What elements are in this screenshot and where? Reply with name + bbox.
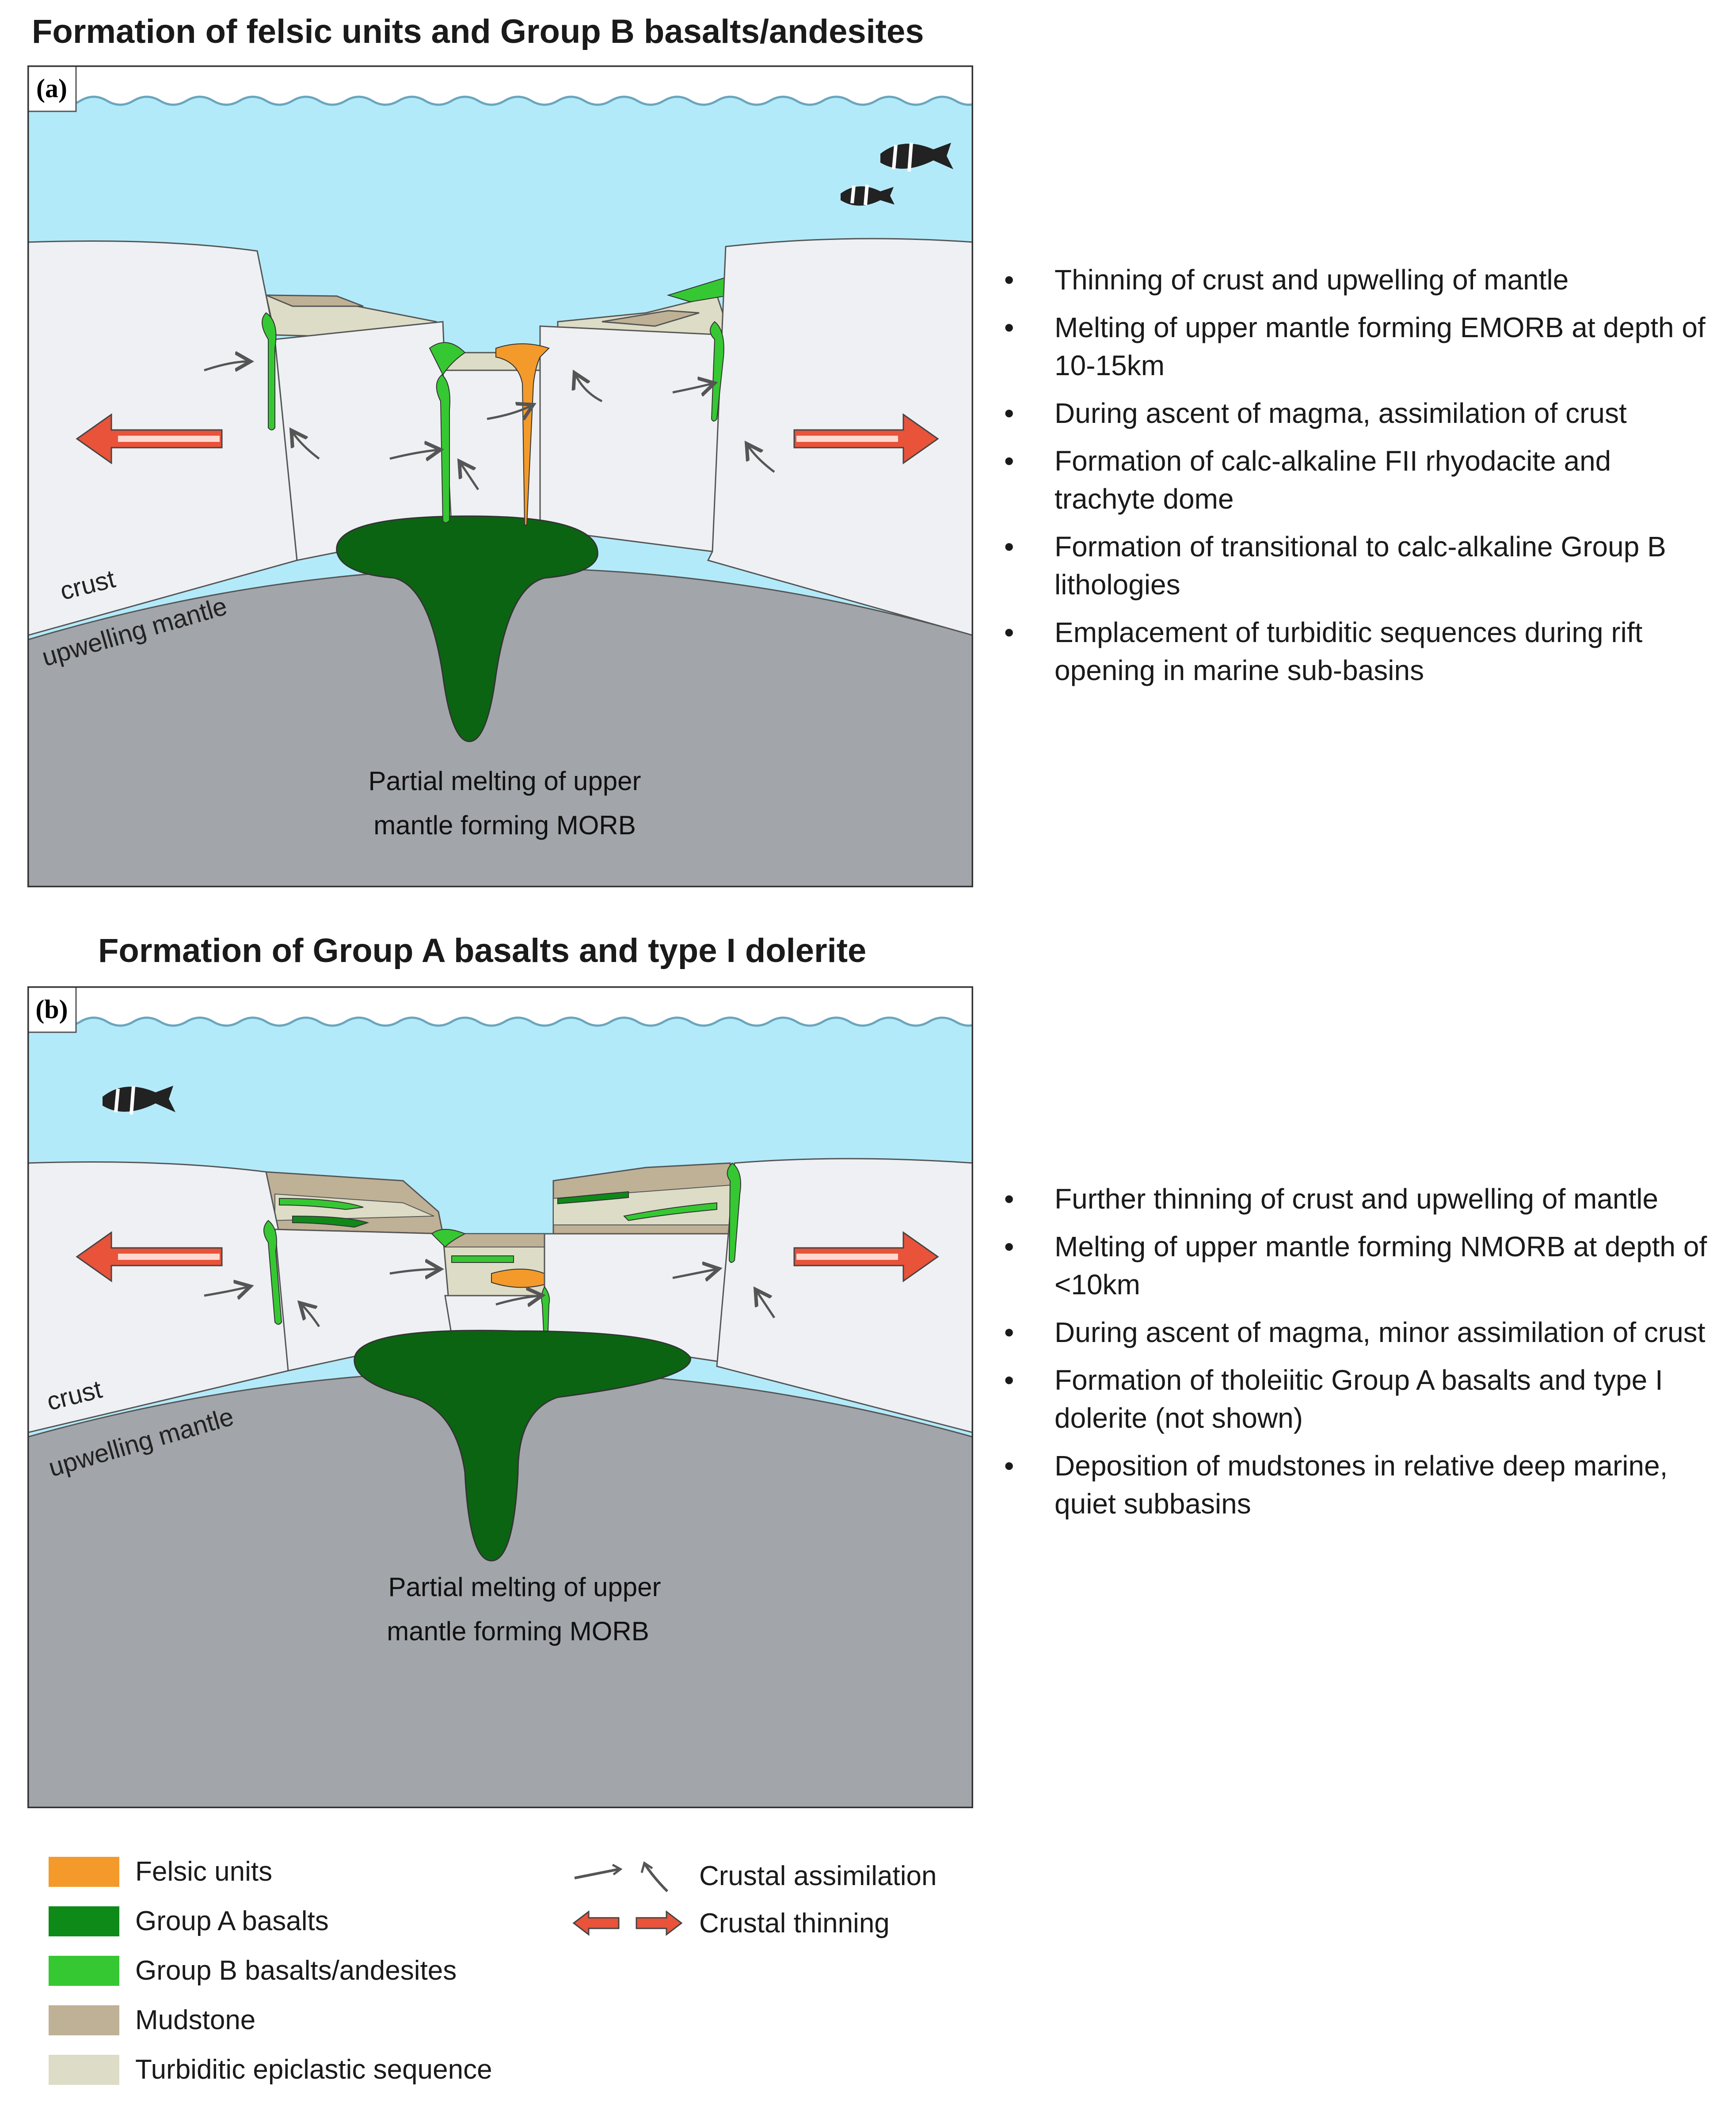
- legend-item-turbidite: Turbiditic epiclastic sequence: [49, 2054, 492, 2085]
- bullet-item: Formation of tholeiitic Group A basalts …: [1003, 1361, 1719, 1437]
- legend-item-felsic: Felsic units: [49, 1856, 272, 1887]
- panel-b-bullets: Further thinning of crust and upwelling …: [1003, 1180, 1719, 1532]
- bullet-item: During ascent of magma, assimilation of …: [1003, 394, 1719, 432]
- legend-item-assimilation: Crustal assimilation: [570, 1856, 937, 1896]
- fish-icon: [103, 1086, 175, 1112]
- panel-tag-box: [27, 65, 77, 112]
- legend-label: Crustal assimilation: [699, 1860, 937, 1891]
- crust-block-centre-right: [539, 325, 727, 552]
- bullet-item: Melting of upper mantle forming EMORB at…: [1003, 308, 1719, 384]
- panel-a-diagram: (a) crust upwelling mantle Partial melti…: [27, 65, 973, 887]
- crustal-thinning-arrows: [76, 1231, 939, 1282]
- panel-tag: (b): [35, 995, 68, 1024]
- assimilation-arrow-icon: [574, 1861, 669, 1893]
- legend-swatch: [49, 2005, 119, 2035]
- panel-b-title: Formation of Group A basalts and type I …: [98, 932, 867, 970]
- bullet-item: During ascent of magma, minor assimilati…: [1003, 1313, 1719, 1351]
- group-b-dyke-left: [263, 1220, 282, 1325]
- group-b-dyke-left: [262, 312, 277, 430]
- bullet-item: Thinning of crust and upwelling of mantl…: [1003, 261, 1719, 299]
- fish-stripes: [850, 142, 913, 205]
- panel-b-diagram: (b) crust upwelling mantle Partial melti…: [27, 986, 973, 1808]
- legend-swatch: [49, 1906, 119, 1936]
- group-b-flow: [451, 1255, 514, 1263]
- melt-label-line2: mantle forming MORB: [387, 1616, 649, 1646]
- assimilation-arrow: [293, 432, 320, 460]
- felsic-lens: [491, 1269, 545, 1288]
- assimilation-arrow: [461, 463, 480, 490]
- legend-item-thinning: Crustal thinning: [570, 1905, 890, 1941]
- legend-item-group-a: Group A basalts: [49, 1905, 329, 1937]
- legend-label: Mudstone: [135, 2005, 256, 2035]
- felsic-dyke: [495, 343, 550, 525]
- legend-swatch: [49, 1856, 119, 1887]
- assimilation-arrow: [301, 1304, 320, 1327]
- group-b-sill-centre: [431, 1229, 466, 1248]
- assimilation-arrow: [672, 384, 712, 392]
- mudstone-left: [266, 294, 364, 307]
- legend: Felsic units Group A basalts Group B bas…: [49, 1856, 1374, 2103]
- assimilation-arrow: [204, 361, 248, 370]
- legend-label: Felsic units: [135, 1856, 273, 1887]
- assimilation-arrow: [389, 450, 438, 459]
- assimilation-arrow: [575, 375, 603, 403]
- assimilation-arrow: [204, 1287, 248, 1296]
- legend-label: Crustal thinning: [699, 1908, 890, 1939]
- assimilation-arrow: [672, 1269, 717, 1278]
- group-b-dyke-right: [727, 1162, 741, 1263]
- mudstone-right: [602, 310, 700, 327]
- crust-block-right: [716, 1158, 973, 1433]
- panel-tag-box: [27, 986, 77, 1033]
- crust-block-centre: [444, 1295, 545, 1336]
- group-a-flow: [292, 1215, 369, 1228]
- legend-item-mudstone: Mudstone: [49, 2004, 255, 2036]
- bullet-item: Formation of transitional to calc-alkali…: [1003, 528, 1719, 604]
- sea-surface: [27, 986, 973, 1027]
- sea-surface: [27, 65, 973, 106]
- panel-border: [27, 65, 973, 887]
- bullet-item: Melting of upper mantle forming NMORB at…: [1003, 1228, 1719, 1304]
- thinning-arrows-icon: [572, 1910, 683, 1936]
- bullet-item: Further thinning of crust and upwelling …: [1003, 1180, 1719, 1218]
- melt-label-line1: Partial melting of upper: [388, 1572, 661, 1602]
- crust-block-left: [27, 1161, 289, 1433]
- legend-swatch: [49, 1955, 119, 1986]
- bullet-item: Formation of calc-alkaline FII rhyodacit…: [1003, 442, 1719, 518]
- legend-label: Turbiditic epiclastic sequence: [135, 2054, 492, 2085]
- group-a-flow: [557, 1191, 629, 1205]
- legend-swatch: [49, 2054, 119, 2085]
- partial-melt-zone: [354, 1330, 691, 1562]
- melt-label-line1: Partial melting of upper: [369, 766, 641, 796]
- legend-label: Group B basalts/andesites: [135, 1955, 457, 1986]
- assimilation-arrow: [389, 1269, 438, 1274]
- legend-item-group-b: Group B basalts/andesites: [49, 1955, 457, 1986]
- panel-tag: (a): [36, 74, 67, 103]
- partial-melt-zone: [336, 515, 598, 742]
- group-b-flow: [279, 1198, 364, 1210]
- panel-a-title: Formation of felsic units and Group B ba…: [32, 13, 924, 50]
- assimilation-arrow: [748, 445, 775, 473]
- panel-border: [27, 986, 973, 1808]
- fish-stripes: [114, 1086, 135, 1115]
- assimilation-arrow: [757, 1291, 776, 1319]
- assimilation-arrow: [495, 1296, 540, 1304]
- bullet-item: Deposition of mudstones in relative deep…: [1003, 1447, 1719, 1523]
- crustal-thinning-arrows: [76, 413, 939, 464]
- assimilation-arrow: [487, 406, 531, 419]
- group-b-flow: [623, 1202, 717, 1221]
- melt-label-line2: mantle forming MORB: [373, 810, 636, 840]
- legend-label: Group A basalts: [135, 1906, 329, 1936]
- group-b-sill-centre: [429, 342, 466, 376]
- panel-a-bullets: Thinning of crust and upwelling of mantl…: [1003, 261, 1719, 699]
- bullet-item: Emplacement of turbiditic sequences duri…: [1003, 613, 1719, 689]
